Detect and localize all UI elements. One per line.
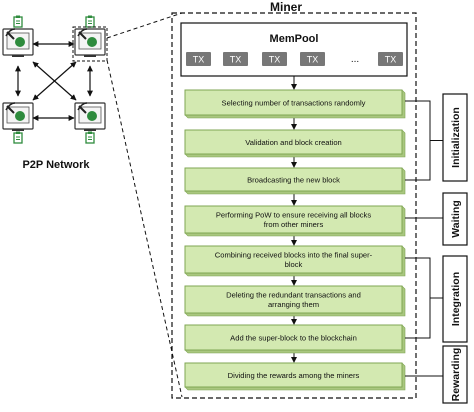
phase-label: Initialization: [450, 107, 462, 168]
phase-waiting: Waiting: [405, 192, 468, 246]
clipboard-icon: [85, 15, 95, 28]
tx-ellipsis: ...: [351, 54, 359, 65]
step-label: Add the super-block to the blockchain: [230, 333, 357, 342]
tx-item: TX: [223, 52, 248, 66]
process-step: Combining received blocks into the final…: [184, 245, 406, 277]
process-step: Selecting number of transactions randoml…: [184, 89, 406, 119]
step-label: Validation and block creation: [245, 138, 342, 147]
process-step: Broadcasting the new block: [184, 167, 406, 195]
step-label: Combining received blocks into the final…: [215, 251, 373, 260]
phase-integration: Integration: [405, 255, 468, 343]
phase-initialization: Initialization: [405, 93, 468, 182]
miner-node-icon: [74, 28, 106, 57]
step-label: from other miners: [264, 220, 324, 229]
miner-title: Miner: [270, 0, 302, 14]
p2p-network: P2P Network: [2, 15, 108, 171]
mempool-title: MemPool: [270, 33, 319, 45]
tx-label: TX: [230, 55, 242, 65]
process-step: Deleting the redundant transactions anda…: [184, 285, 406, 317]
tx-label: TX: [269, 55, 281, 65]
tx-item: TX: [300, 52, 325, 66]
mempool-box: [180, 22, 408, 77]
clipboard-icon: [85, 131, 95, 144]
tx-label: TX: [193, 55, 205, 65]
phase-bracket: [405, 257, 431, 339]
link-diag-2: [32, 61, 77, 101]
miner-container: [171, 12, 417, 399]
phase-rewarding: Rewarding: [405, 345, 468, 404]
network-node: [74, 102, 106, 144]
step-label: Broadcasting the new block: [247, 175, 340, 184]
step-label: Deleting the redundant transactions and: [226, 291, 361, 300]
network-node: [74, 15, 106, 57]
step-label: arranging them: [268, 300, 319, 309]
tx-label: TX: [385, 55, 397, 65]
network-node: [2, 102, 34, 144]
clipboard-icon: [13, 131, 23, 144]
tx-item: TX: [186, 52, 211, 66]
zoom-line-top: [106, 12, 183, 39]
clipboard-icon: [13, 15, 23, 28]
miner-node-icon: [2, 28, 34, 57]
zoom-line-bottom: [106, 59, 183, 398]
miner-node-icon: [74, 102, 106, 131]
process-step: Add the super-block to the blockchain: [184, 324, 406, 354]
p2p-network-label: P2P Network: [22, 159, 90, 171]
tx-label: TX: [307, 55, 319, 65]
step-label: Performing PoW to ensure receiving all b…: [216, 211, 372, 220]
tx-item: TX: [262, 52, 287, 66]
process-step: Dividing the rewards among the miners: [184, 362, 406, 391]
phase-label: Waiting: [450, 200, 462, 238]
step-label: Dividing the rewards among the miners: [228, 371, 360, 380]
tx-item: TX: [378, 52, 403, 66]
miner-node-icon: [2, 102, 34, 131]
phase-label: Integration: [450, 272, 462, 326]
network-node: [2, 15, 34, 57]
selected-node-frame: [72, 26, 108, 62]
phase-label: Rewarding: [450, 348, 462, 402]
step-label: Selecting number of transactions randoml…: [222, 98, 366, 107]
process-step: Validation and block creation: [184, 129, 406, 158]
phase-bracket: [405, 100, 431, 181]
step-label: block: [285, 260, 303, 269]
process-step: Performing PoW to ensure receiving all b…: [184, 205, 406, 237]
